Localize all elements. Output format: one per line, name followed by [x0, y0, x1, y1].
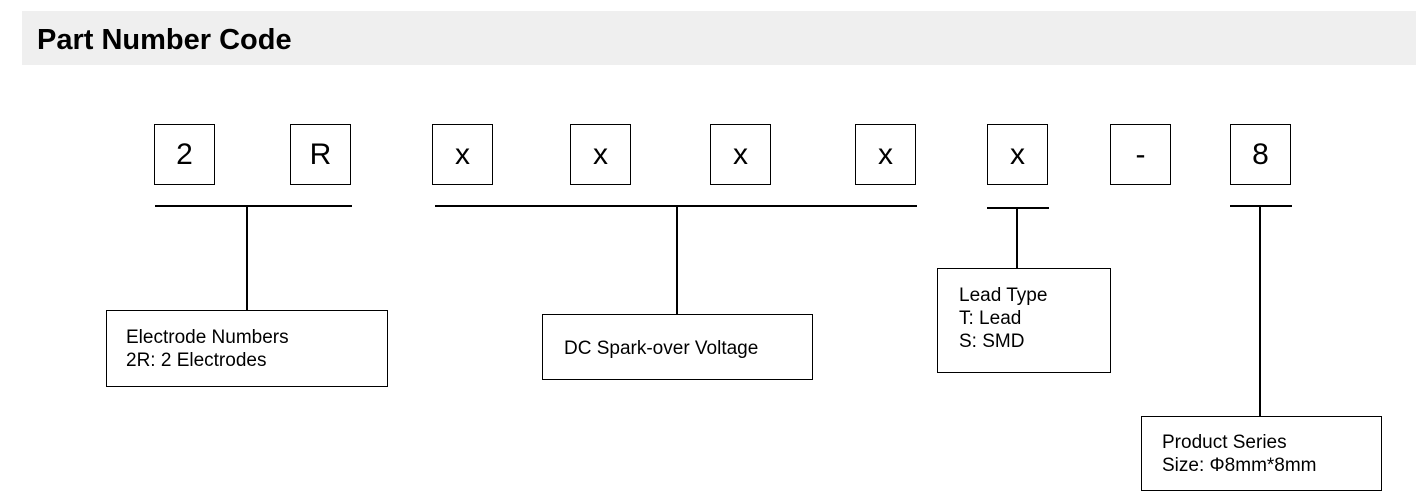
- lead-option-t: T: Lead: [959, 308, 1022, 329]
- code-char-box: R: [290, 124, 351, 185]
- electrode-title: Electrode Numbers: [126, 327, 289, 348]
- lead-option-s: S: SMD: [959, 331, 1025, 352]
- code-char-box: x: [710, 124, 771, 185]
- electrode-connector: [246, 205, 248, 311]
- code-char-box: x: [432, 124, 493, 185]
- series-info-box: Product Series Size: Φ8mm*8mm: [1141, 416, 1382, 491]
- series-title: Product Series: [1162, 432, 1287, 453]
- code-char-box: 2: [154, 124, 215, 185]
- code-char-box: x: [855, 124, 916, 185]
- section-title: Part Number Code: [37, 24, 292, 56]
- lead-title: Lead Type: [959, 285, 1048, 306]
- series-size: Size: Φ8mm*8mm: [1162, 455, 1317, 476]
- voltage-info-box: DC Spark-over Voltage: [542, 314, 813, 380]
- code-char-box: x: [570, 124, 631, 185]
- electrode-info-box: Electrode Numbers 2R: 2 Electrodes: [106, 310, 388, 387]
- lead-bracket-line: [987, 207, 1049, 209]
- electrode-detail: 2R: 2 Electrodes: [126, 350, 267, 371]
- code-char-box: -: [1110, 124, 1171, 185]
- code-char-box: x: [987, 124, 1048, 185]
- voltage-connector: [676, 205, 678, 315]
- lead-connector: [1016, 207, 1018, 269]
- lead-info-box: Lead Type T: Lead S: SMD: [937, 268, 1111, 373]
- series-bracket-line: [1230, 205, 1292, 207]
- voltage-title: DC Spark-over Voltage: [564, 338, 759, 359]
- electrode-bracket-line: [155, 205, 352, 207]
- series-connector: [1259, 205, 1261, 417]
- section-header: Part Number Code: [22, 11, 1416, 65]
- code-char-box: 8: [1230, 124, 1291, 185]
